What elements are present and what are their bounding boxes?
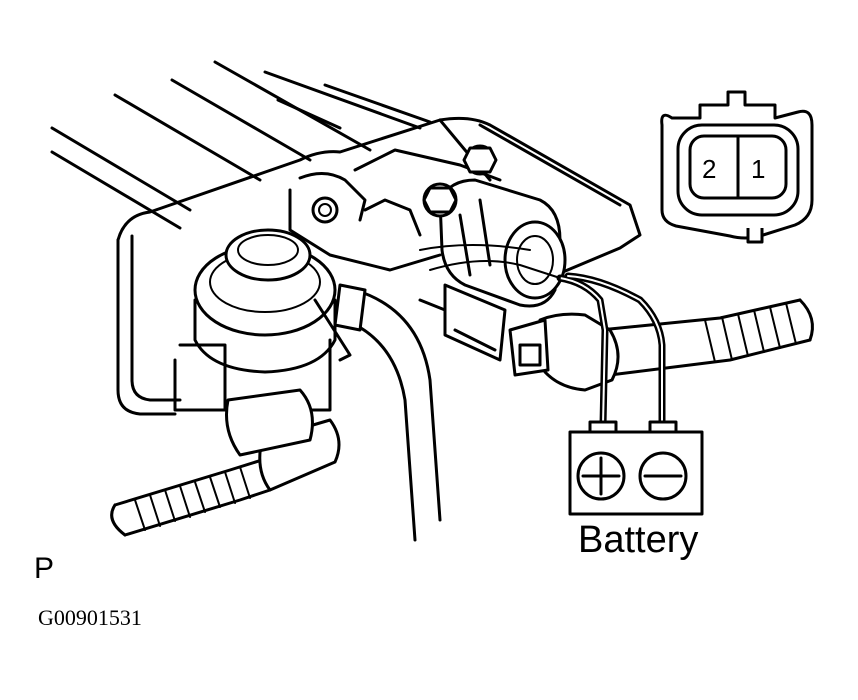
battery-label: Battery — [578, 519, 699, 561]
canister-housing — [50, 60, 642, 416]
connector-pin-1: 1 — [751, 154, 765, 184]
left-corrugated-hose — [110, 388, 341, 537]
center-hose — [313, 283, 442, 542]
battery-wires — [419, 244, 666, 429]
connector-inset: 2 1 — [660, 90, 814, 244]
vsv-body — [422, 144, 567, 362]
figure-code-label: G00901531 — [38, 605, 142, 630]
right-corrugated-hose — [508, 298, 814, 392]
connector-pin-2: 2 — [702, 154, 716, 184]
view-marker-label: P — [34, 552, 55, 585]
vacuum-valve — [173, 228, 337, 412]
battery — [568, 420, 704, 516]
minus-terminal-icon — [638, 451, 688, 501]
plus-terminal-icon — [576, 451, 626, 501]
